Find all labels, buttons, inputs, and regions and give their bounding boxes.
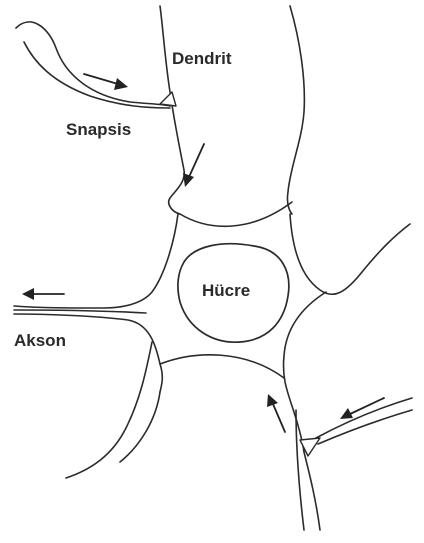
dendrite-bottom-curve (180, 202, 292, 226)
lower-right-process-outer (304, 452, 320, 530)
arrow-into-dendrite (183, 144, 204, 187)
label-axon: Akson (14, 331, 66, 350)
soma-right-lower-edge (283, 292, 326, 452)
soma-bottom-curve (160, 355, 284, 378)
label-synapse: Snapsis (66, 120, 131, 139)
dendrite-right-outline (287, 6, 304, 214)
arrow-toward-soma (267, 394, 285, 432)
label-cell: Hücre (202, 281, 250, 300)
lower-left-process (66, 342, 152, 478)
soma-right-edge (290, 214, 410, 294)
label-dendrite: Dendrit (172, 49, 232, 68)
synapse-mark-lower (300, 438, 320, 456)
synapse-fiber-lower (24, 42, 170, 108)
axon-middle-line (14, 310, 146, 313)
synapse-mark-upper (160, 92, 176, 106)
dendrite-wall-left (160, 6, 184, 214)
axon-lower-edge (14, 314, 162, 392)
incoming-fiber-lower (316, 398, 412, 438)
arrow-axon-output (22, 288, 64, 300)
arrow-synapse-input-upper (84, 74, 128, 90)
lower-right-process-inner (296, 410, 304, 530)
